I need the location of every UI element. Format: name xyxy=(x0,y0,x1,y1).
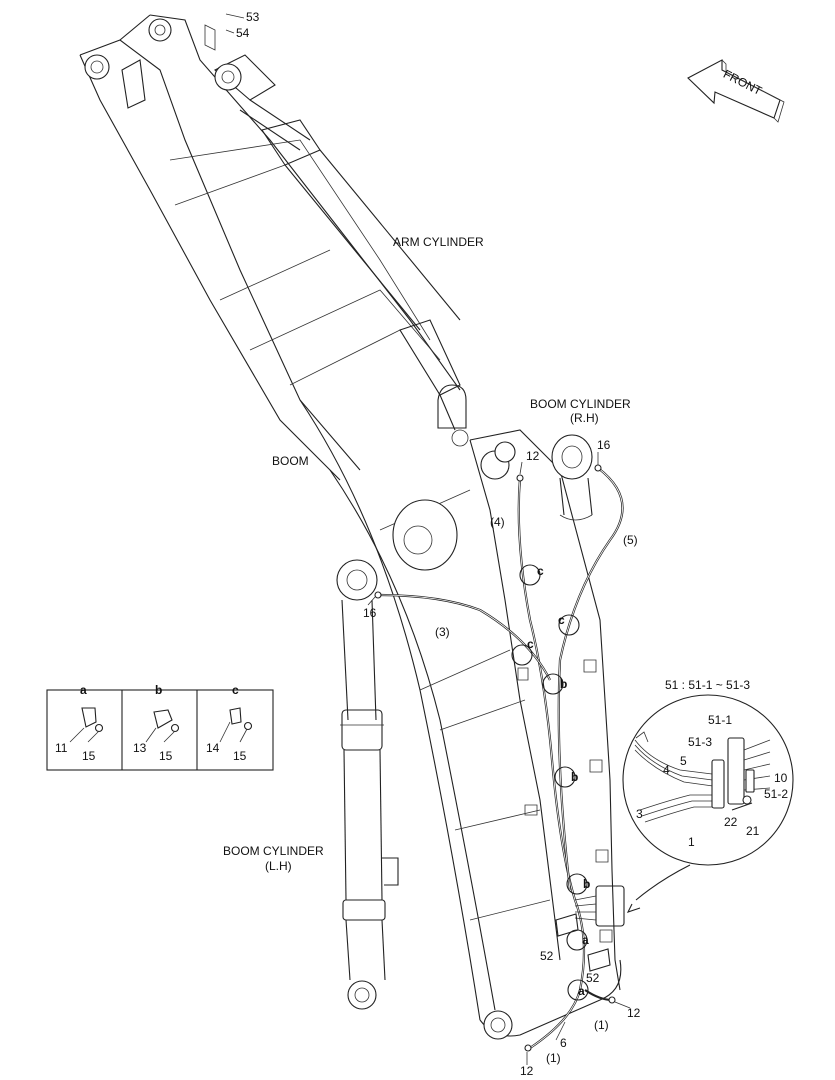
legend-c-part-1: 14 xyxy=(206,741,220,755)
detail-view-51 xyxy=(622,694,794,913)
detail-3: 3 xyxy=(636,807,643,821)
detail-4: 4 xyxy=(663,763,670,777)
callout-6: 6 xyxy=(560,1036,567,1050)
callout-54: 54 xyxy=(236,26,250,40)
legend-c-part-2: 15 xyxy=(233,749,247,763)
clamp-legend xyxy=(46,689,274,771)
callout-12-bottom-right: 12 xyxy=(627,1006,641,1020)
clamp-c-2: c xyxy=(558,613,565,627)
boom-cylinder-lh-label: BOOM CYLINDER xyxy=(223,844,324,858)
callout-16-rh: 16 xyxy=(597,438,611,452)
detail-5: 5 xyxy=(680,754,687,768)
callout-1-bottom: (1) xyxy=(546,1051,561,1065)
callout-1-right: (1) xyxy=(594,1018,609,1032)
clamp-c-1: c xyxy=(537,564,544,578)
clamp-b-3: b xyxy=(583,877,590,891)
callout-5: (5) xyxy=(623,533,638,547)
hose-clamp-markers xyxy=(511,564,589,1001)
front-label: FRONT xyxy=(721,67,765,99)
boom-label: BOOM xyxy=(272,454,309,468)
callout-16-lh: 16 xyxy=(363,606,377,620)
callout-4: (4) xyxy=(490,515,505,529)
callout-12-top: 12 xyxy=(526,449,540,463)
arm-cylinder xyxy=(214,54,469,447)
legend-a-part-1: 11 xyxy=(55,741,68,755)
callout-53: 53 xyxy=(246,10,260,24)
callout-3: (3) xyxy=(435,625,450,639)
detail-10: 10 xyxy=(774,771,788,785)
callout-12-bottom: 12 xyxy=(520,1064,534,1078)
legend-a-part-2: 15 xyxy=(82,749,96,763)
clamp-b-1: b xyxy=(560,677,567,691)
boom-cylinder-rh-side: (R.H) xyxy=(570,411,599,425)
clamp-a-2: a xyxy=(578,984,585,998)
clamp-b-2: b xyxy=(571,770,578,784)
legend-c-title: c xyxy=(232,683,239,697)
detail-1: 1 xyxy=(688,835,695,849)
callout-52-a: 52 xyxy=(540,949,554,963)
detail-21: 21 xyxy=(746,824,760,838)
boom-cylinder-lh-side: (L.H) xyxy=(265,859,292,873)
legend-a-title: a xyxy=(80,683,87,697)
detail-51-2: 51-2 xyxy=(764,787,788,801)
boom-structure xyxy=(299,399,622,1040)
detail-51-3: 51-3 xyxy=(688,735,712,749)
leader-lines xyxy=(225,13,631,1065)
clamp-c-3: c xyxy=(527,637,534,651)
legend-b-part-2: 15 xyxy=(159,749,173,763)
boom-cylinder-rh-label: BOOM CYLINDER xyxy=(530,397,631,411)
legend-b-part-1: 13 xyxy=(133,741,147,755)
legend-b-title: b xyxy=(155,683,162,697)
detail-22: 22 xyxy=(724,815,738,829)
front-direction-arrow: FRONT xyxy=(687,59,785,123)
arm-structure xyxy=(79,14,461,481)
arm-cylinder-label: ARM CYLINDER xyxy=(393,235,484,249)
detail-title: 51 : 51-1 ~ 51-3 xyxy=(665,678,750,692)
boom-cylinder-rh xyxy=(551,434,593,521)
clamp-a-1: a xyxy=(582,933,589,947)
callout-52-b: 52 xyxy=(586,971,600,985)
boom-cylinder-lh xyxy=(336,559,399,1010)
detail-51-1: 51-1 xyxy=(708,713,732,727)
